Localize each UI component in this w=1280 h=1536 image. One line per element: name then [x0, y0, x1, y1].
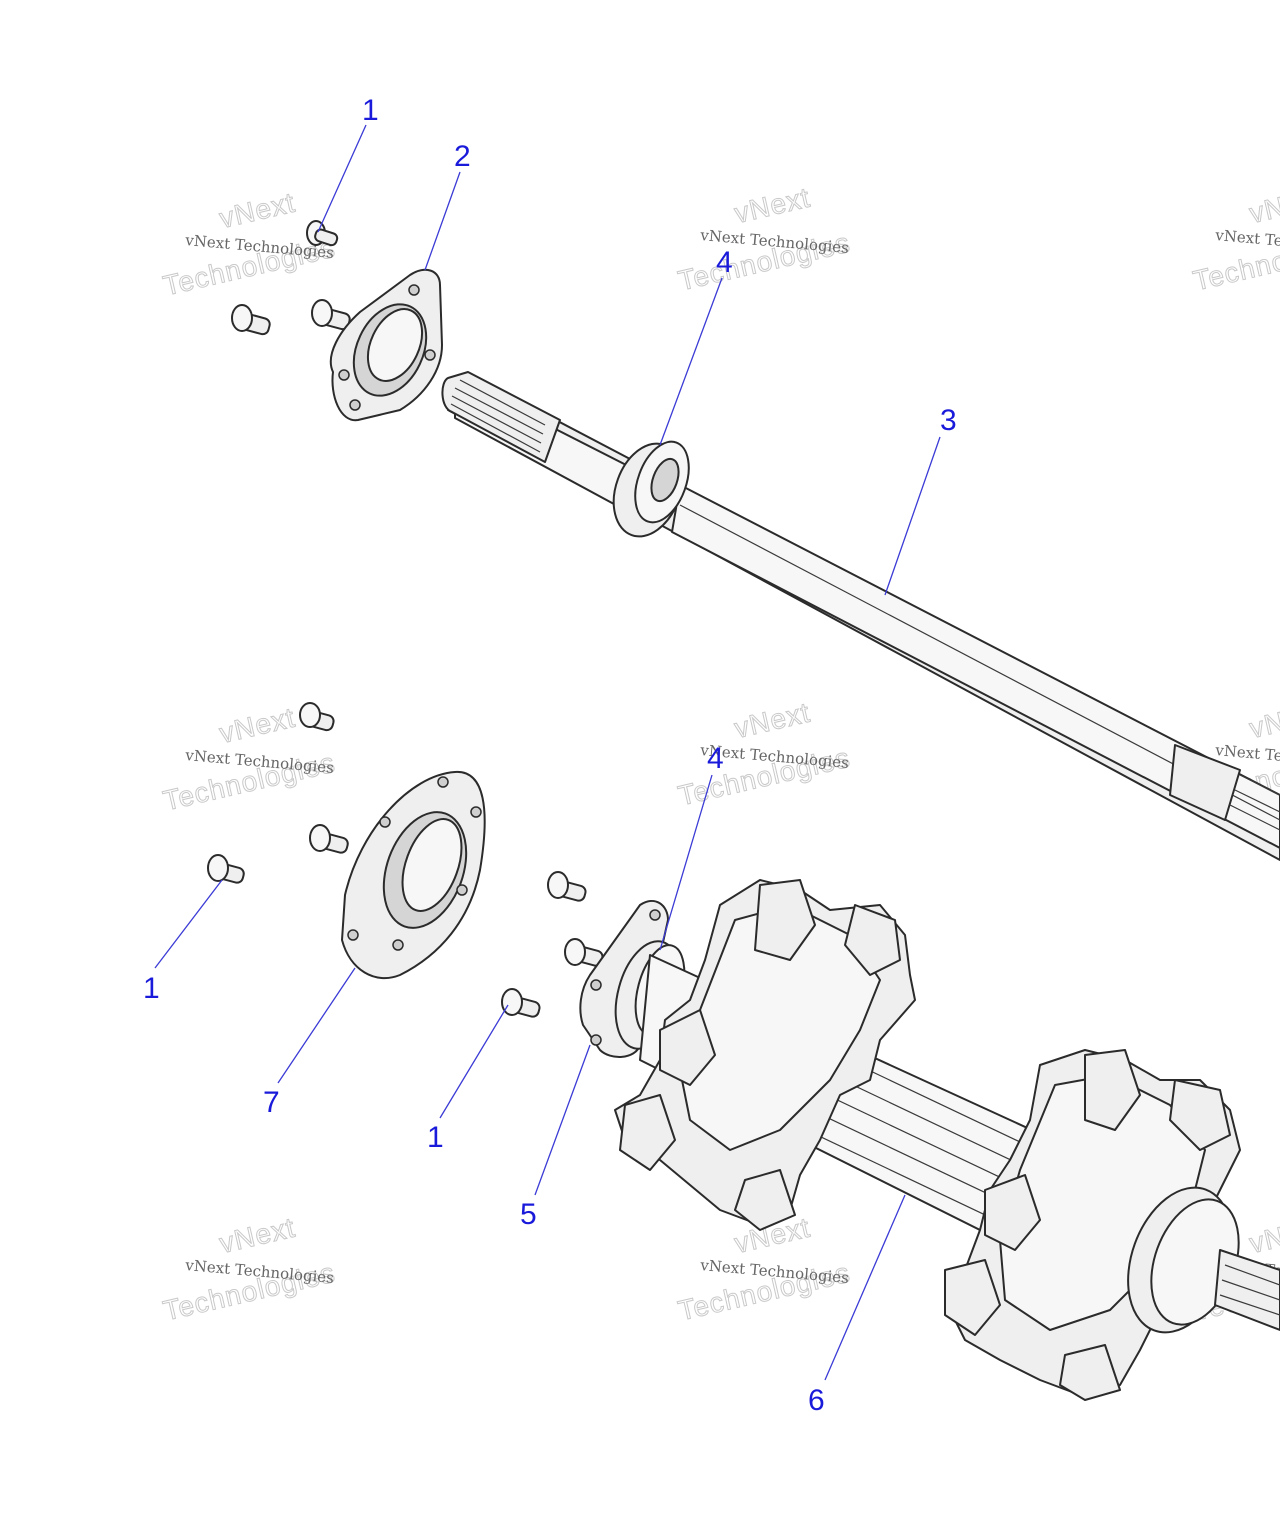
leader-lines — [154, 124, 941, 1381]
watermark-bottom-left: vNext Technologies vNext Technologies — [160, 1211, 339, 1327]
callout-1-center: 1 — [427, 1121, 444, 1154]
leader-1-left — [154, 879, 223, 969]
watermark-top-mid: vNext Technologies vNext Technologies — [675, 181, 854, 297]
bearing-collar-top — [612, 440, 690, 538]
leader-6 — [824, 1194, 906, 1381]
leader-4-top — [659, 277, 723, 446]
leader-1-top — [317, 124, 367, 233]
watermark-big-1: vNext — [1247, 697, 1280, 744]
callout-3: 3 — [940, 404, 957, 437]
callout-1-top: 1 — [362, 94, 379, 127]
watermark-big-1: vNext — [217, 187, 299, 234]
watermark-big-1: vNext — [1247, 182, 1280, 229]
sprocket-hub-right — [1127, 1186, 1280, 1334]
leader-7 — [277, 967, 356, 1084]
rivet-lower-3 — [207, 854, 245, 884]
shaft-spline-bottom — [1229, 774, 1280, 831]
bearing-flange-plate — [329, 268, 443, 422]
leader-3 — [884, 436, 941, 596]
callout-7: 7 — [263, 1086, 280, 1119]
leader-5 — [534, 1044, 591, 1196]
rivet-lower-5 — [564, 938, 604, 967]
rivet-lower-2 — [309, 824, 349, 854]
rivet-top-left — [231, 304, 271, 336]
rivet-top-small — [306, 220, 339, 247]
callout-2: 2 — [454, 140, 471, 173]
callout-6: 6 — [808, 1384, 825, 1417]
watermark-top-left: vNext Technologies vNext Technologies — [160, 186, 339, 302]
watermark-big-1: vNext — [1247, 1212, 1280, 1259]
watermark-top-right: vNext Technologies vNext Technologies — [1190, 181, 1280, 297]
rivet-top-right — [311, 299, 351, 331]
leader-4-lower — [659, 774, 713, 951]
sprocket-left — [614, 879, 916, 1231]
callout-4-top: 4 — [716, 246, 733, 279]
watermark-big-1: vNext — [732, 182, 814, 229]
rivet-lower-4 — [547, 871, 587, 902]
rivet-lower-1 — [299, 702, 335, 732]
callout-labels: 1 2 4 3 4 1 7 1 5 6 — [143, 94, 957, 1417]
callout-4-lower: 4 — [707, 742, 724, 775]
watermark-big-1: vNext — [217, 1212, 299, 1259]
sprocket-shaft-assembly — [614, 879, 1280, 1401]
watermark-big-1: vNext — [217, 702, 299, 749]
round-flange-plate — [341, 770, 486, 980]
watermark-big-1: vNext — [732, 697, 814, 744]
drive-shaft — [441, 371, 1280, 861]
shaft-spline-top — [450, 379, 546, 453]
rivet-lower-6 — [501, 988, 541, 1018]
callout-1-left: 1 — [143, 972, 160, 1005]
leader-1-center — [439, 1004, 509, 1119]
watermark-mid-center: vNext Technologies vNext Technologies — [675, 696, 854, 812]
callout-5: 5 — [520, 1198, 537, 1231]
leader-2 — [424, 171, 461, 271]
